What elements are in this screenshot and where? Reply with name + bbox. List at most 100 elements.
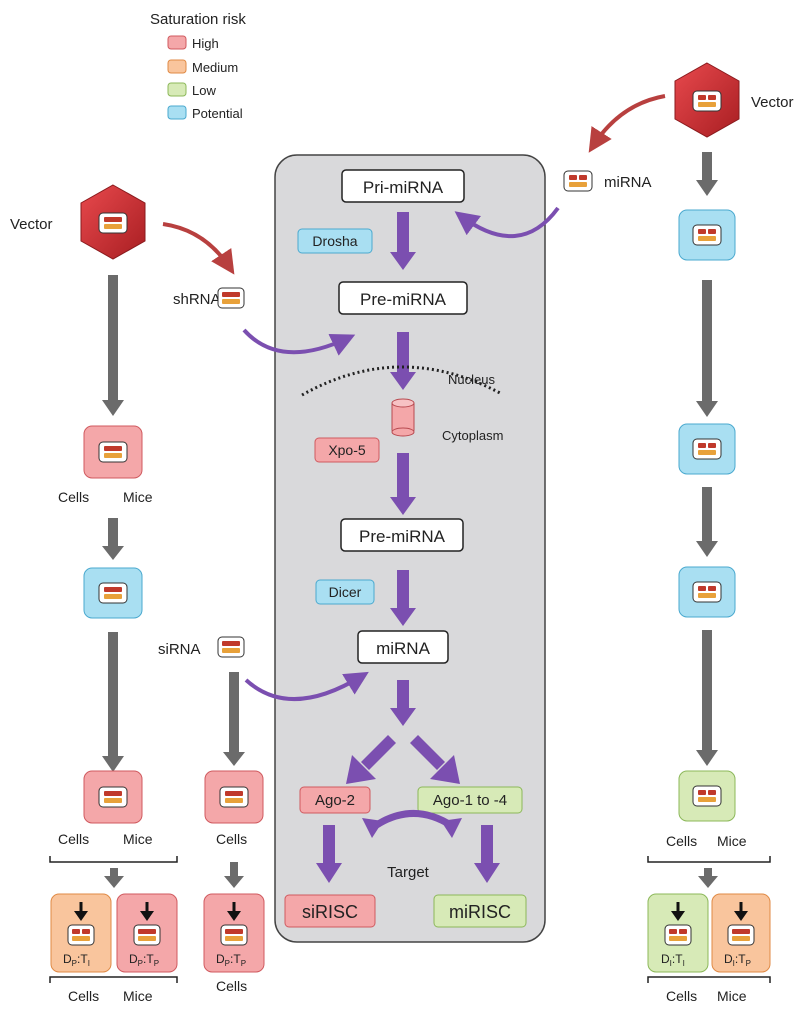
left-bracket-bottom	[49, 976, 178, 983]
sirna-high-box	[204, 770, 264, 824]
legend-label-potential: Potential	[192, 106, 243, 121]
right-mirna-entry-arrow	[454, 206, 560, 238]
left-mice-label-3: Mice	[123, 988, 153, 1004]
mirna-label: miRNA	[376, 639, 430, 658]
right-bracket-bottom	[647, 976, 771, 983]
right-outcome-a	[647, 893, 709, 973]
legend-title: Saturation risk	[150, 11, 246, 28]
legend-swatch-high	[167, 35, 187, 50]
nucleus-label: Nucleus	[448, 372, 495, 387]
sirna-cells-label-2: Cells	[216, 978, 247, 994]
left-grey-arrow-3	[102, 632, 124, 772]
left-cells-label-3: Cells	[68, 988, 99, 1004]
legend-label-high: High	[192, 36, 219, 51]
legend: Saturation risk High Medium Low Potentia…	[150, 11, 246, 121]
sirna-outcome	[203, 893, 265, 973]
left-grey-arrow-1	[102, 275, 124, 416]
right-outcome-b	[711, 893, 771, 973]
right-outcome-a-label: DI:TI	[661, 952, 685, 968]
left-grey-arrow-2	[102, 518, 124, 560]
left-cells-label-1: Cells	[58, 489, 89, 505]
split-arrow-left	[346, 735, 396, 784]
legend-swatch-medium	[167, 59, 187, 74]
sirna-short-arrow	[224, 862, 244, 888]
right-mice-label-2: Mice	[717, 988, 747, 1004]
right-short-arrow	[698, 868, 718, 888]
ago1to4-badge	[417, 786, 523, 814]
ago2-label: Ago-2	[315, 792, 355, 809]
mirisc-badge	[433, 894, 527, 928]
left-vector-to-shrna-arrow	[162, 222, 235, 275]
xpo5-channel	[391, 398, 415, 437]
pathway-arrow-5	[390, 680, 416, 726]
sirisc-badge	[284, 894, 376, 928]
dicer-badge	[315, 579, 375, 605]
sirna-label: siRNA	[158, 641, 201, 658]
pathway-arrow-2	[390, 332, 416, 390]
cytoplasm-label: Cytoplasm	[442, 428, 503, 443]
right-grey-arrow-3	[696, 487, 718, 557]
mirisc-label: miRISC	[449, 902, 511, 922]
pathway-arrow-1	[390, 212, 416, 270]
right-grey-arrow-2	[696, 280, 718, 417]
left-outcome-a-label: DP:TI	[63, 952, 90, 968]
sirna-cells-label-1: Cells	[216, 831, 247, 847]
target-label: Target	[387, 864, 430, 881]
pathway-arrow-3	[390, 453, 416, 515]
legend-swatch-low	[167, 82, 187, 97]
right-potential-box-3	[678, 566, 736, 618]
left-mice-label-1: Mice	[123, 489, 153, 505]
right-mirna-label: miRNA	[604, 174, 652, 191]
xpo5-badge	[314, 437, 380, 463]
sirna-grey-arrow-1	[223, 672, 245, 766]
drosha-badge	[297, 228, 373, 254]
pathway-arrow-ago1to4	[474, 825, 500, 883]
legend-label-medium: Medium	[192, 60, 238, 75]
right-cells-label-1: Cells	[666, 833, 697, 849]
right-potential-box-2	[678, 423, 736, 475]
sirna-outcome-label: DP:TP	[216, 952, 246, 968]
pre-mirna-label-cytoplasm: Pre-miRNA	[359, 527, 446, 546]
right-mirna-icon	[563, 170, 593, 192]
pre-mirna-label-nucleus: Pre-miRNA	[360, 290, 447, 309]
pri-mirna-box	[341, 169, 465, 203]
shrna-icon	[217, 287, 245, 309]
right-vector-to-mirna-arrow	[588, 94, 666, 153]
pri-mirna-label: Pri-miRNA	[363, 178, 444, 197]
left-mice-label-2: Mice	[123, 831, 153, 847]
right-low-box	[678, 770, 736, 822]
right-bracket-top	[647, 856, 771, 863]
shrna-entry-arrow	[242, 328, 356, 356]
nuclear-membrane	[301, 365, 501, 397]
mirna-box	[357, 630, 449, 664]
left-shrna-high-box	[83, 425, 143, 479]
left-outcome-a	[50, 893, 112, 973]
split-arrow-right	[410, 735, 460, 784]
shrna-label: shRNA	[173, 291, 221, 308]
right-grey-arrow-1	[696, 152, 718, 196]
left-shrna-high-box-2	[83, 770, 143, 824]
right-vector-label: Vector	[751, 94, 794, 111]
right-potential-box-1	[678, 209, 736, 261]
right-mice-label-1: Mice	[717, 833, 747, 849]
left-short-arrow	[104, 868, 124, 888]
left-shrna-potential-box	[83, 567, 143, 619]
right-grey-arrow-4	[696, 630, 718, 766]
pathway-arrow-ago2	[316, 825, 342, 883]
right-vector-hexagon	[674, 62, 740, 138]
pathway-arrow-4	[390, 570, 416, 626]
target-arrowhead-right	[441, 818, 462, 838]
sirisc-label: siRISC	[302, 902, 358, 922]
pre-mirna-box-nucleus	[338, 281, 468, 315]
left-cells-label-2: Cells	[58, 831, 89, 847]
drosha-label: Drosha	[312, 233, 357, 249]
legend-label-low: Low	[192, 83, 216, 98]
ago1to4-label: Ago-1 to -4	[433, 792, 507, 809]
right-outcome-b-label: DI:TP	[724, 952, 751, 968]
target-arrowhead-left	[362, 818, 383, 838]
sirna-entry-arrow	[244, 671, 369, 701]
sirna-icon	[217, 636, 245, 658]
ago2-badge	[299, 786, 371, 814]
legend-swatch-potential	[167, 105, 187, 120]
